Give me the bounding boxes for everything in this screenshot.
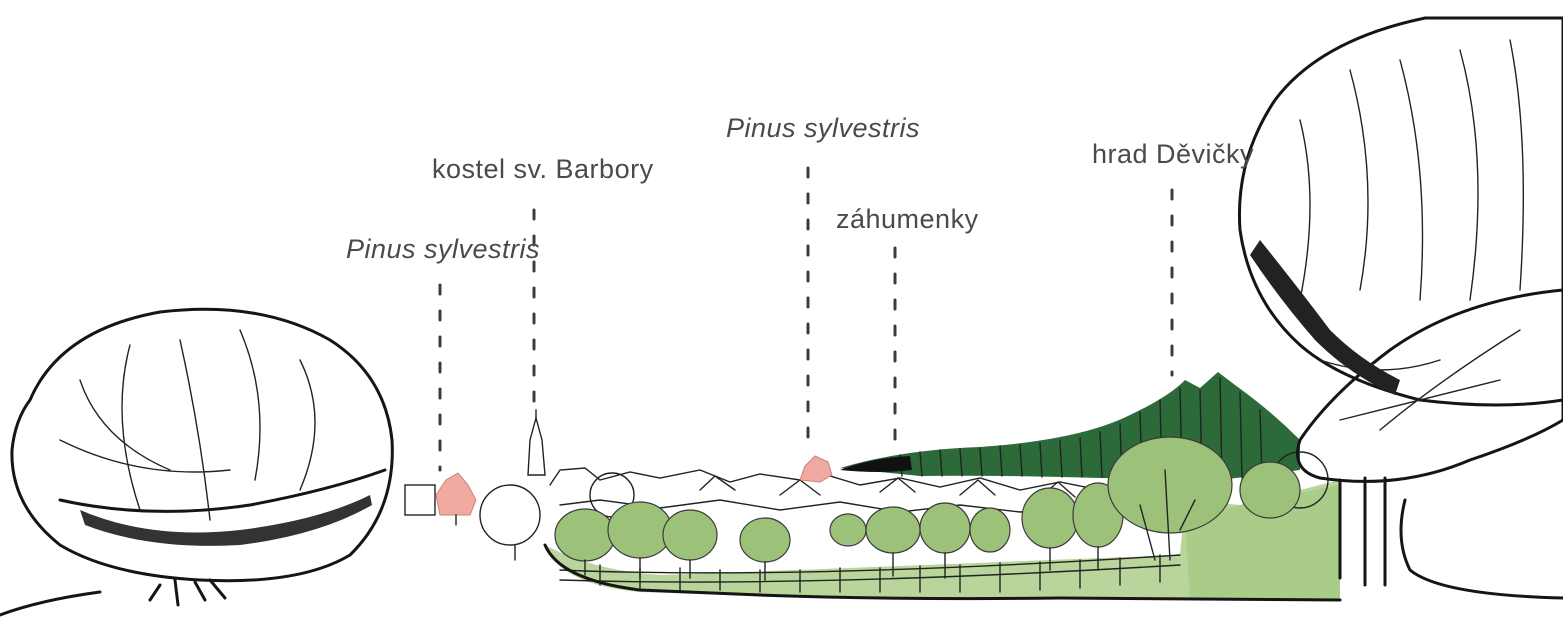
large-tree-left [12, 309, 392, 605]
label-hrad-devicky: hrad Děvičky [1092, 139, 1254, 169]
label-pinus-left: Pinus sylvestris [346, 234, 540, 264]
pine-center [800, 456, 832, 482]
label-pinus-center: Pinus sylvestris [726, 113, 920, 143]
label-kostel-sv-barbory: kostel sv. Barbory [432, 154, 654, 184]
church-sv-barbora [480, 410, 545, 560]
leader-lines [440, 168, 1172, 470]
pine-left [436, 473, 476, 515]
dark-hedge [840, 456, 912, 472]
label-zahumenky: záhumenky [836, 204, 979, 234]
